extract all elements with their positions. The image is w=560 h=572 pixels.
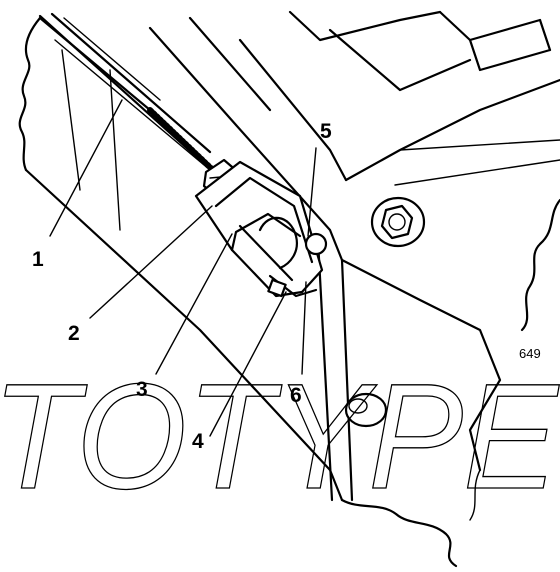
housing [18,10,560,568]
bolt-lower [344,392,388,428]
leader-lines [49,99,317,437]
callout-6: 6 [290,384,302,407]
callout-2: 2 [68,322,80,345]
callout-3: 3 [136,378,148,401]
figure-code: 649 [519,346,541,361]
callout-4: 4 [192,430,204,453]
callout-1: 1 [32,248,44,271]
watermark: TOTYPE [0,352,560,520]
callout-5: 5 [320,120,332,143]
bolt-upper [370,196,426,248]
clamp-bracket [194,160,328,298]
